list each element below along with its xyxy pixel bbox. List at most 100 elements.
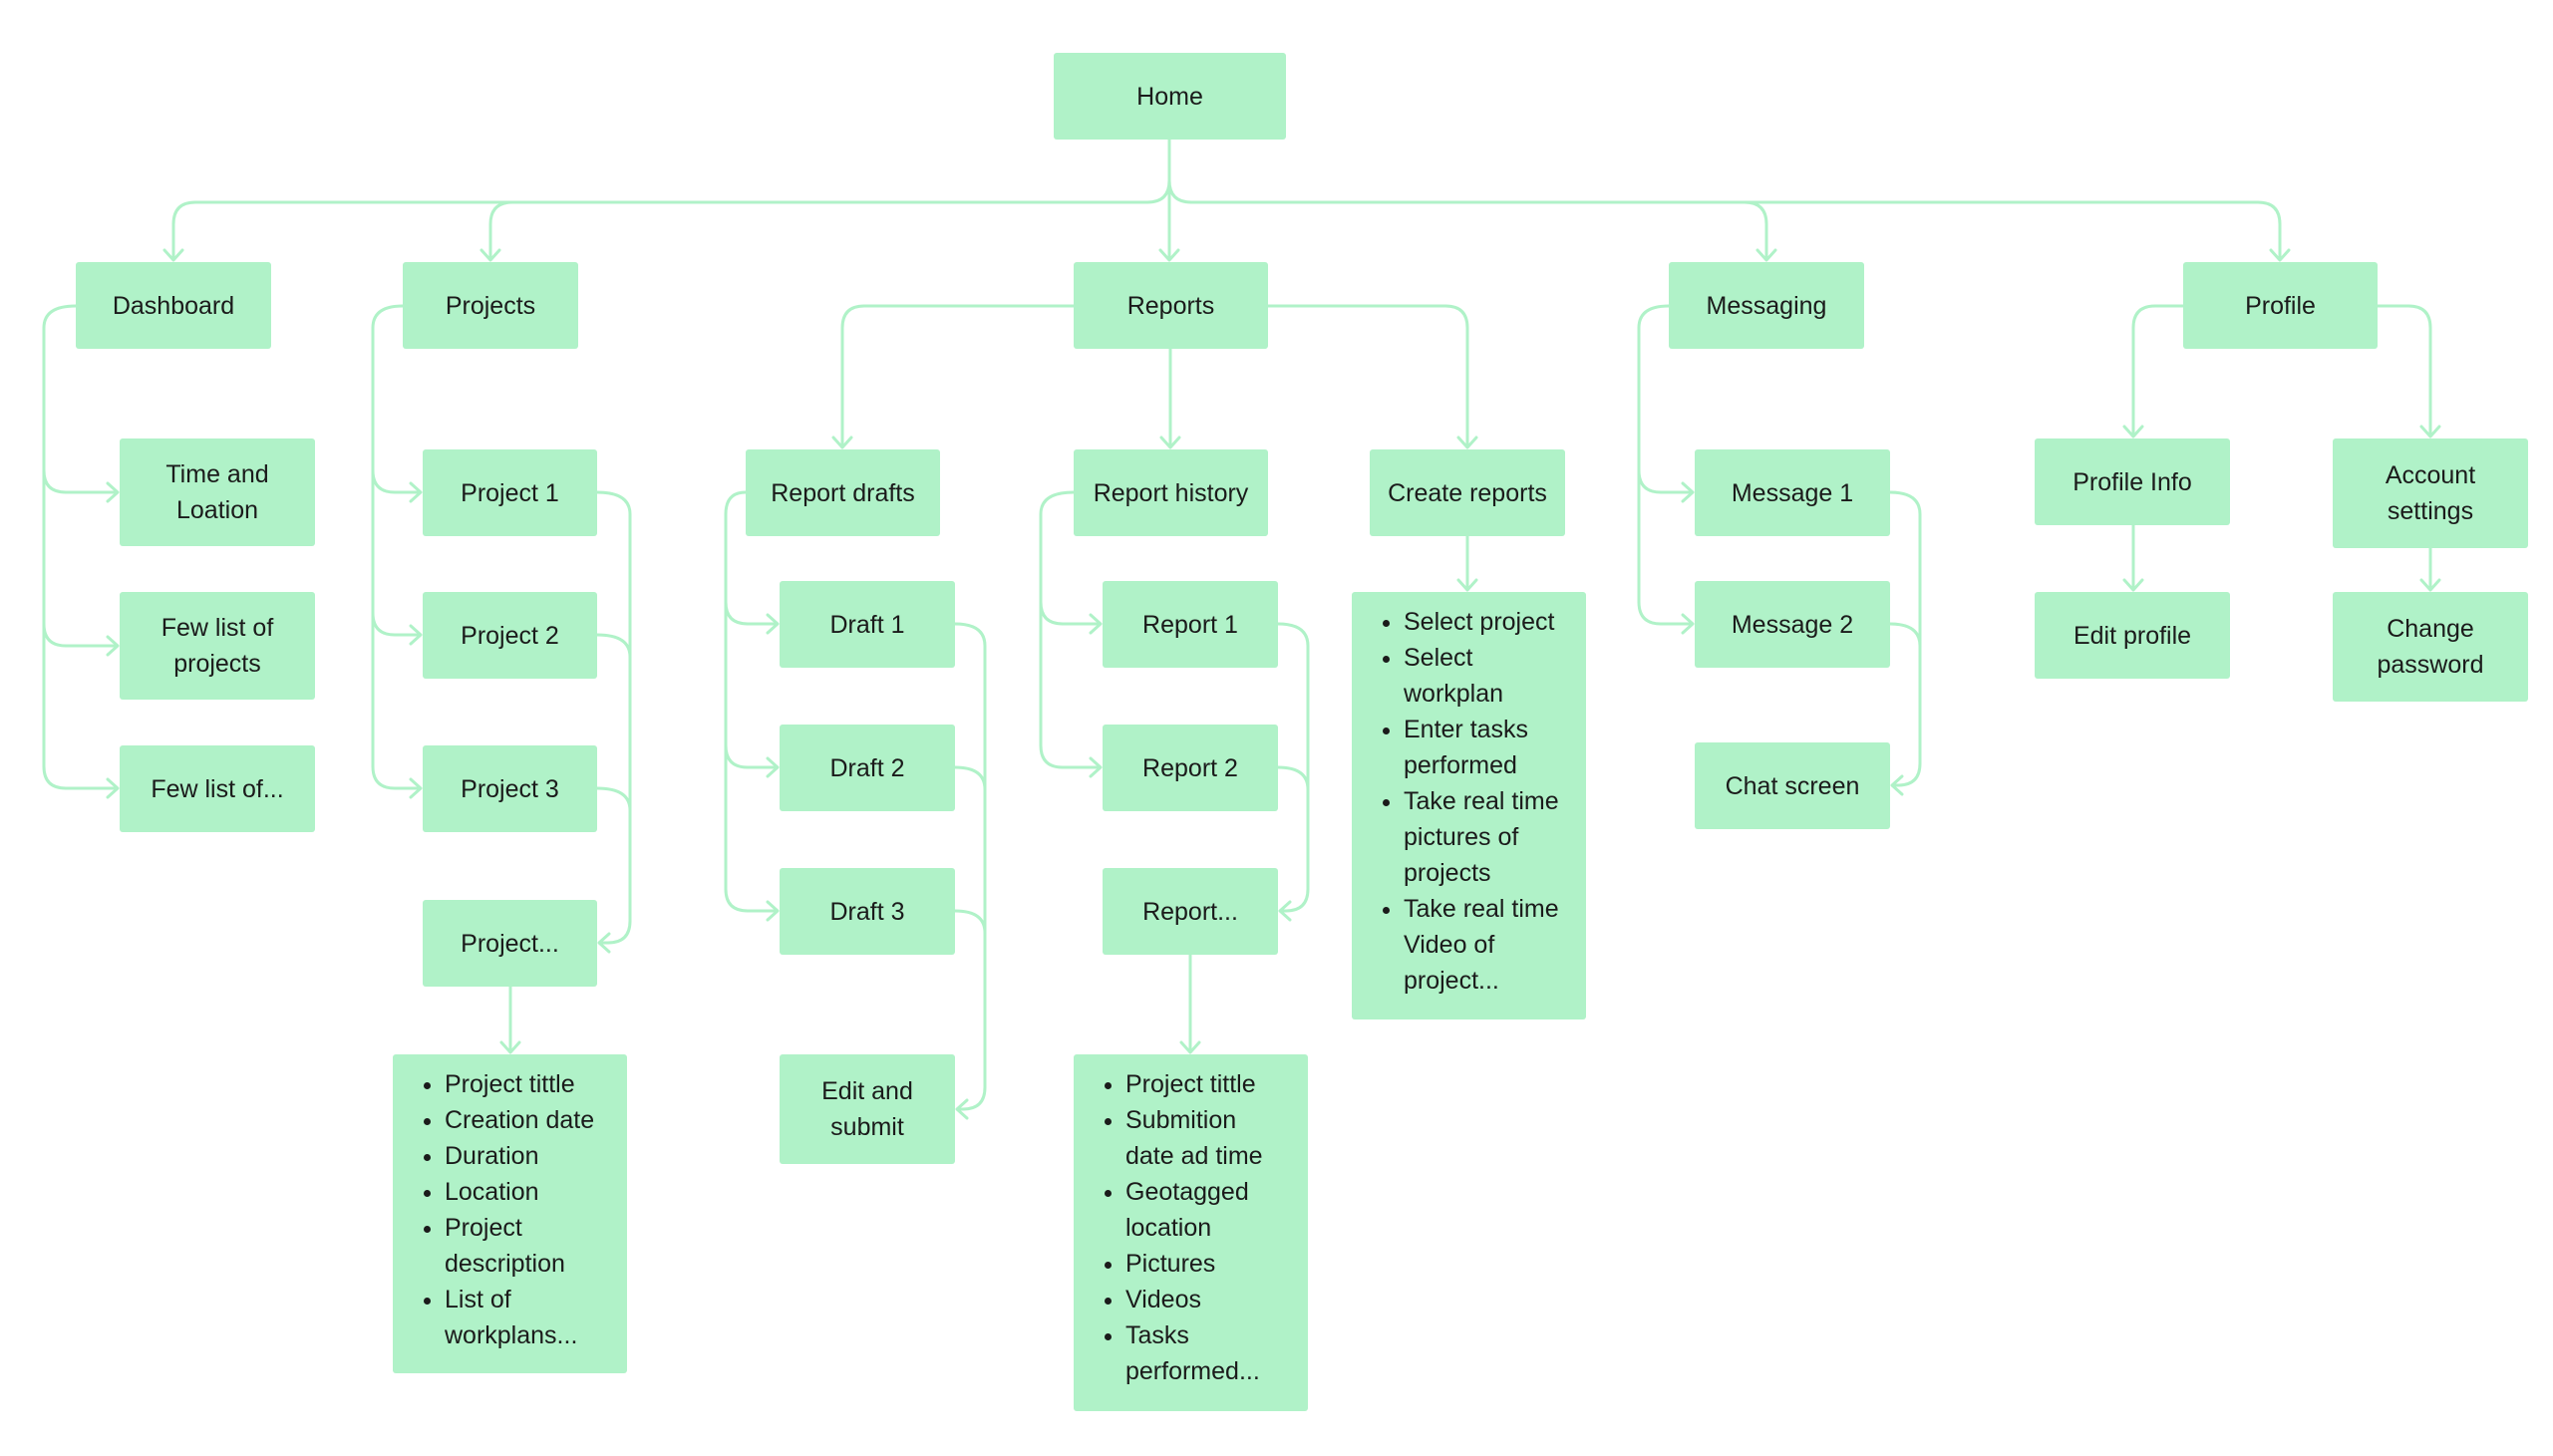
arrowhead-down: [831, 436, 853, 449]
list-item: Project tittle: [1125, 1066, 1290, 1102]
arrowhead-left: [597, 932, 611, 954]
connector-line: [1266, 304, 1469, 447]
arrowhead-down: [499, 1040, 521, 1054]
node-report-more: Report...: [1103, 868, 1278, 955]
list-item: Select project: [1404, 604, 1568, 640]
report-details-list: Project tittleSubmition date ad timeGeot…: [1098, 1066, 1290, 1389]
list-item: Pictures: [1125, 1246, 1290, 1282]
node-few-projects: Few list of projects: [120, 592, 315, 700]
arrowhead-left: [1890, 774, 1904, 796]
connector-line: [42, 622, 118, 648]
node-reports: Reports: [1074, 262, 1268, 349]
connector-line: [953, 765, 987, 791]
arrowhead-right: [409, 777, 423, 799]
list-item: Project tittle: [445, 1066, 609, 1102]
node-draft-1: Draft 1: [780, 581, 955, 668]
connector-line: [1039, 490, 1101, 769]
list-item: Take real time Video of project...: [1404, 891, 1568, 999]
list-item: Location: [445, 1174, 609, 1210]
connector-line: [1039, 600, 1101, 626]
node-message-1: Message 1: [1695, 449, 1890, 536]
arrowhead-down: [2269, 248, 2291, 262]
node-edit-submit: Edit and submit: [780, 1054, 955, 1164]
arrowhead-right: [106, 635, 120, 657]
connector-line: [371, 611, 421, 637]
arrowhead-down: [1456, 436, 1478, 449]
connector-line: [2376, 304, 2432, 437]
project-details-list: Project tittleCreation dateDurationLocat…: [417, 1066, 609, 1353]
arrowhead-right: [106, 481, 120, 503]
connector-line: [595, 633, 632, 659]
arrowhead-right: [409, 624, 423, 646]
connector-line: [1167, 178, 2282, 260]
connector-line: [1743, 200, 1768, 260]
list-item: Geotagged location: [1125, 1174, 1290, 1246]
node-edit-profile: Edit profile: [2035, 592, 2230, 679]
connector-line: [171, 138, 1171, 260]
node-report-drafts: Report drafts: [746, 449, 940, 536]
node-profile: Profile: [2183, 262, 2378, 349]
connector-line: [953, 909, 987, 935]
arrowhead-down: [2419, 425, 2441, 438]
node-report-1: Report 1: [1103, 581, 1278, 668]
list-item: Enter tasks performed: [1404, 712, 1568, 783]
node-report-history: Report history: [1074, 449, 1268, 536]
connector-line: [488, 200, 514, 260]
arrowhead-down: [162, 248, 184, 262]
arrowhead-down: [479, 248, 501, 262]
node-time-location: Time and Loation: [120, 438, 315, 546]
arrowhead-right: [1681, 613, 1695, 635]
node-chat-screen: Chat screen: [1695, 742, 1890, 829]
arrowhead-down: [2122, 425, 2144, 438]
node-create-steps: Select projectSelect workplanEnter tasks…: [1352, 592, 1586, 1019]
node-project-2: Project 2: [423, 592, 597, 679]
connector-line: [1276, 622, 1310, 913]
node-message-2: Message 2: [1695, 581, 1890, 668]
connector-line: [1888, 622, 1922, 648]
create-steps-list: Select projectSelect workplanEnter tasks…: [1376, 604, 1568, 999]
connector-line: [1637, 468, 1693, 494]
connector-line: [840, 304, 1076, 447]
node-home: Home: [1054, 53, 1286, 140]
connector-line: [42, 304, 118, 790]
connector-line: [953, 622, 987, 1111]
node-projects: Projects: [403, 262, 578, 349]
arrowhead-right: [766, 756, 780, 778]
arrowhead-left: [955, 1098, 969, 1120]
list-item: List of workplans...: [445, 1282, 609, 1353]
connector-line: [1888, 490, 1922, 787]
node-report-2: Report 2: [1103, 725, 1278, 811]
node-project-details: Project tittleCreation dateDurationLocat…: [393, 1054, 627, 1373]
list-item: Videos: [1125, 1282, 1290, 1317]
arrowhead-right: [409, 481, 423, 503]
connector-line: [371, 468, 421, 494]
connector-line: [1276, 765, 1310, 791]
arrowhead-down: [1179, 1040, 1201, 1054]
arrowhead-down: [1755, 248, 1777, 262]
connector-line: [1637, 304, 1693, 626]
arrowhead-down: [2122, 578, 2144, 592]
arrowhead-left: [1278, 900, 1292, 922]
connector-line: [724, 490, 778, 913]
list-item: Creation date: [445, 1102, 609, 1138]
connector-line: [595, 490, 632, 945]
arrowhead-right: [766, 900, 780, 922]
arrowhead-down: [1158, 248, 1180, 262]
connector-line: [724, 743, 778, 769]
node-project-more: Project...: [423, 900, 597, 987]
arrowhead-right: [1681, 481, 1695, 503]
node-create-reports: Create reports: [1370, 449, 1565, 536]
list-item: Tasks performed...: [1125, 1317, 1290, 1389]
arrowhead-right: [1089, 613, 1103, 635]
node-account-settings: Account settings: [2333, 438, 2528, 548]
connector-line: [2131, 304, 2185, 437]
connector-line: [371, 304, 421, 790]
node-draft-3: Draft 3: [780, 868, 955, 955]
list-item: Duration: [445, 1138, 609, 1174]
node-messaging: Messaging: [1669, 262, 1864, 349]
arrowhead-right: [106, 777, 120, 799]
arrowhead-down: [2419, 578, 2441, 592]
arrowhead-right: [766, 613, 780, 635]
